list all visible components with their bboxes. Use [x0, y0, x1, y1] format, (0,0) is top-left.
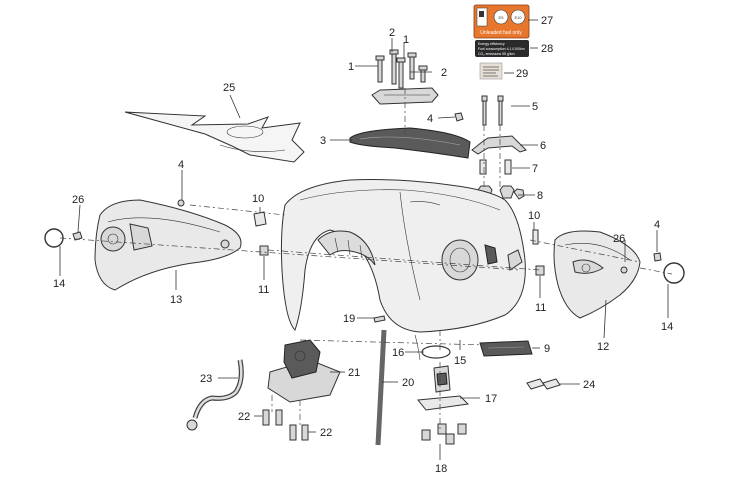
callout-20: 20	[402, 377, 414, 389]
hose-23	[186, 359, 244, 431]
callout-8: 8	[537, 190, 543, 202]
callout-11a: 11	[258, 284, 269, 296]
pad-9	[479, 340, 533, 357]
callout-4b: 4	[178, 159, 184, 171]
left-side-panel-13	[94, 199, 242, 291]
callout-22a: 22	[238, 411, 250, 423]
callout-14b: 14	[661, 321, 673, 333]
sticker-29	[479, 62, 503, 80]
callout-3: 3	[320, 135, 326, 147]
callout-15: 15	[454, 355, 466, 367]
energy-line1: Fuel consumption 4.1 l/100km	[478, 47, 525, 51]
energy-title: Energy efficiency	[478, 42, 505, 46]
callout-6: 6	[540, 140, 546, 152]
fuel-pump-17	[417, 365, 470, 411]
callout-4c: 4	[654, 219, 660, 231]
callout-14a: 14	[53, 278, 65, 290]
callout-16: 16	[392, 347, 404, 359]
callout-labels: 1 1 2 2 3 4 4 4 5 6 7 8 9 10 10 11 11 12…	[53, 15, 673, 475]
callout-18: 18	[435, 463, 447, 475]
callout-19: 19	[343, 313, 355, 325]
callout-2b: 2	[441, 67, 447, 79]
callout-27: 27	[541, 15, 553, 27]
bolts-5	[481, 95, 504, 126]
screws-22	[262, 409, 309, 441]
bracket-6	[471, 135, 527, 155]
leader-lines	[59, 19, 669, 460]
tank-cover-plate-3	[349, 127, 471, 159]
right-side-panel-12	[553, 230, 641, 319]
grommet-4-left	[177, 199, 185, 207]
spacers-7	[479, 159, 512, 175]
oring-16	[421, 345, 451, 359]
callout-25: 25	[223, 82, 235, 94]
callout-10b: 10	[528, 210, 540, 222]
callout-17: 17	[485, 393, 497, 405]
screw-26-left	[72, 231, 83, 241]
nut-11-right	[535, 265, 545, 276]
callout-10a: 10	[252, 193, 264, 205]
grommet-4-right	[653, 252, 662, 262]
callout-1a: 1	[348, 61, 354, 73]
callout-12: 12	[597, 341, 609, 353]
callout-29: 29	[516, 68, 528, 80]
callout-23: 23	[200, 373, 212, 385]
pin-19	[373, 315, 386, 323]
callout-13: 13	[170, 294, 182, 306]
e5-text: E5	[499, 15, 505, 20]
mount-bolts-1-2	[371, 49, 439, 105]
callout-1b: 1	[403, 34, 409, 46]
decal-25	[124, 111, 305, 163]
tube-20	[375, 329, 387, 446]
nut-11-left	[259, 245, 269, 256]
callout-5: 5	[532, 101, 538, 113]
callout-26a: 26	[72, 194, 84, 206]
energy-label: Energy efficiency Fuel consumption 4.1 l…	[475, 40, 529, 57]
callout-7: 7	[532, 163, 538, 175]
clip-10-right	[532, 229, 539, 245]
callout-28: 28	[541, 43, 553, 55]
hose-15	[414, 334, 421, 361]
fuel-label-text: Unleaded fuel only	[480, 30, 522, 36]
grommet-4-top	[454, 112, 464, 122]
callout-2a: 2	[389, 27, 395, 39]
ring-14-right	[663, 262, 685, 284]
bolts-18	[421, 423, 467, 445]
fuel-type-label: E5 E10 Unleaded fuel only	[473, 4, 530, 39]
callout-9: 9	[544, 343, 550, 355]
callout-11b: 11	[535, 302, 546, 314]
callout-21: 21	[348, 367, 360, 379]
callout-24: 24	[583, 379, 595, 391]
energy-line2: CO₂ emissions 95 g/km	[478, 52, 515, 56]
valve-assembly-21	[267, 339, 341, 403]
clip-10-left	[253, 211, 267, 227]
e10-text: E10	[514, 15, 522, 20]
callout-22b: 22	[320, 427, 332, 439]
fuel-tank	[280, 179, 526, 333]
callout-26b: 26	[613, 233, 625, 245]
clips-24	[526, 378, 561, 390]
callout-4a: 4	[427, 113, 433, 125]
alignment-lines	[59, 88, 673, 430]
